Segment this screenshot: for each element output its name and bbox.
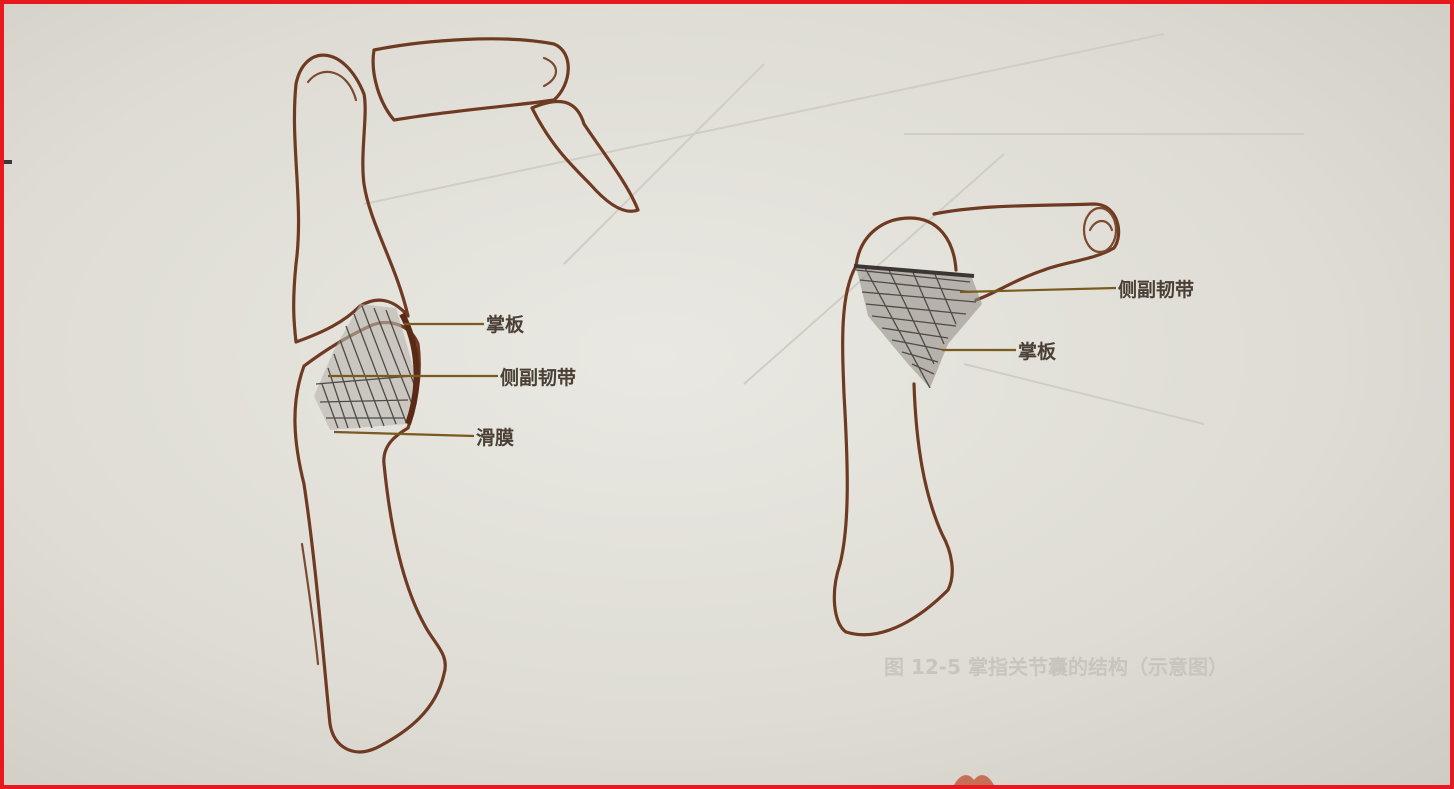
left-upper-bone-outline bbox=[373, 39, 568, 120]
left-upper-bone-curve bbox=[544, 58, 556, 86]
left-leader-synovium bbox=[334, 432, 474, 436]
right-label-volar-plate: 掌板 bbox=[1018, 340, 1057, 363]
left-figure: 掌板 侧副韧带 滑膜 bbox=[294, 39, 638, 752]
right-leader-collateral bbox=[960, 288, 1116, 292]
right-figure: 侧副韧带 掌板 bbox=[834, 204, 1194, 635]
left-phalanx-shadow-line bbox=[302, 544, 318, 664]
left-label-collateral-ligament: 侧副韧带 bbox=[500, 367, 576, 389]
left-collateral-ligament-hatch bbox=[314, 304, 416, 430]
faint-caption: 图 12-5 掌指关节囊的结构（示意图） bbox=[884, 655, 1228, 679]
right-label-collateral-ligament: 侧副韧带 bbox=[1118, 279, 1194, 301]
joint-capsule-diagram: 图 12-5 掌指关节囊的结构（示意图） bbox=[4, 4, 1450, 785]
left-metacarpal-head-inner bbox=[308, 72, 356, 100]
left-label-synovium: 滑膜 bbox=[476, 426, 514, 449]
right-head-dome bbox=[856, 218, 956, 270]
right-collateral-ligament-hatch bbox=[856, 266, 982, 388]
right-upper-bone-end-inner bbox=[1090, 221, 1112, 230]
left-label-volar-plate: 掌板 bbox=[486, 313, 525, 336]
bottom-stamp-mark bbox=[954, 775, 994, 785]
